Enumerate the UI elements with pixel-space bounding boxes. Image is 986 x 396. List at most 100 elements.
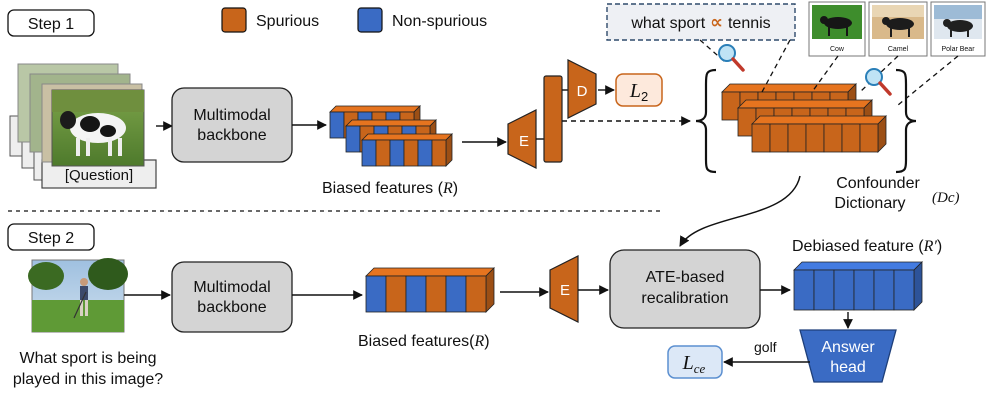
step2-biased-sym: R (474, 333, 485, 350)
step1-encoder: E (507, 109, 537, 169)
dictionary-label-line2: Dictionary (834, 195, 905, 212)
thumb-cow-label: Cow (830, 46, 845, 53)
magnifier-icon-1 (718, 44, 745, 72)
ate-recalibration: ATE-based recalibration (609, 249, 761, 329)
loss-ce-script: L (682, 352, 694, 374)
dictionary-layer-3-cell (859, 123, 879, 153)
step2-feature-layer-cell (445, 275, 467, 313)
step2-backbone: Multimodal backbone (171, 261, 293, 333)
arrow-dictionary-to-ate (679, 175, 801, 247)
dictionary-label: Confounder Dictionary (Dc) (834, 175, 959, 212)
step2-caption-line1: What sport is being (20, 350, 157, 367)
loss-ce-sub: ce (694, 361, 706, 376)
answer-head-line1: Answer (821, 339, 875, 356)
dictionary-label-line1: Confounder (836, 175, 920, 192)
step2-feature-layer-cell (405, 275, 427, 313)
step2-caption-line2: played in this image? (13, 371, 163, 388)
question-box-text: [Question] (65, 167, 133, 184)
debiased-feature-layer-cell (873, 269, 895, 311)
debiased-sym: R′ (923, 238, 938, 255)
thumb-polar-bear-label: Polar Bear (941, 46, 975, 53)
step1-feature-layer-3-cell (361, 139, 377, 167)
step1-feature-layer-3-cell (417, 139, 433, 167)
thumb-connector-1 (811, 55, 839, 93)
legend-label-non-spurious: Non-spurious (392, 13, 487, 30)
step2-backbone-line1: Multimodal (193, 279, 270, 296)
step1-biased-label-text: Biased features ( (322, 180, 444, 197)
loss-ce-text: Lce (682, 352, 706, 376)
debiased-feature-layer-cell (833, 269, 855, 311)
debiased-feature-layer (793, 261, 923, 311)
ate-line1: ATE-based (646, 269, 725, 286)
step1-feature-layer-2-top (345, 119, 437, 127)
step1-biased-close: ) (453, 180, 458, 197)
dictionary-layer-3-cell (841, 123, 861, 153)
debiased-features (793, 261, 923, 311)
answer-head-line2: head (830, 359, 866, 376)
legend-label-spurious: Spurious (256, 13, 319, 30)
step1-feature-layer-1-top (329, 105, 421, 113)
dictionary-layer-3-top (751, 115, 887, 125)
step2-biased-label: Biased features(R) (358, 333, 490, 350)
callout-right: tennis (728, 15, 771, 32)
debiased-feature-layer-side (913, 261, 923, 311)
step1-decoder-text: D (577, 83, 588, 100)
dictionary-layer-3-cell (805, 123, 825, 153)
step2-biased-features (365, 267, 495, 313)
step2-feature-layer (365, 267, 495, 313)
latent-bar (543, 75, 563, 163)
dictionary-brace-left (695, 68, 717, 174)
thumb-polar-bear: Polar Bear (930, 1, 986, 57)
debiased-feature-layer-cell (893, 269, 915, 311)
golf-photo (28, 258, 128, 333)
dictionary-layer-3 (751, 115, 887, 153)
dictionary-layer-3-cell (751, 123, 771, 153)
step2-biased-close: ) (484, 333, 489, 350)
dictionary-layer-3-cell (823, 123, 843, 153)
thumb-camel-label: Camel (888, 46, 909, 53)
ate-line2: recalibration (641, 290, 728, 307)
step2-feature-layer-cell (365, 275, 387, 313)
debiased-feature-layer-cell (853, 269, 875, 311)
step2-label-text: Step 2 (28, 230, 74, 247)
output-label: golf (754, 339, 777, 355)
step1-feature-layer-1-cell (329, 111, 345, 139)
step1-encoder-text: E (519, 133, 529, 150)
thumb-connector-3 (897, 55, 959, 106)
dictionary-label-sym: (Dc) (932, 190, 959, 206)
step1-feature-layer-3-cell (403, 139, 419, 167)
legend-swatch-non-spurious (357, 7, 383, 33)
callout-correlation: what sport∝tennis (606, 3, 796, 41)
step1-decoder: D (567, 59, 597, 119)
step1-backbone-line1: Multimodal (193, 107, 270, 124)
callout-connector-right (761, 39, 791, 93)
step1-backbone: Multimodal backbone (171, 87, 293, 163)
loss-l2-text: L2 (629, 80, 648, 104)
step1-feature-layer-3-cell (375, 139, 391, 167)
dictionary-layer-1-top (721, 83, 857, 93)
dictionary-brace-right (895, 68, 917, 174)
step1-feature-layer-3-cell (431, 139, 447, 167)
loss-ce: Lce (667, 345, 723, 379)
dictionary-layer-3-cell (787, 123, 807, 153)
answer-head: Answer head (799, 329, 897, 383)
legend: Spurious Non-spurious (221, 7, 487, 33)
cow-photo (51, 89, 145, 167)
step1-biased-label: Biased features (R) (322, 180, 458, 197)
step2-encoder: E (549, 255, 579, 323)
legend-swatch-spurious (221, 7, 247, 33)
step1-feature-layer-3-top (361, 133, 453, 141)
confounder-dictionary (721, 83, 887, 153)
loss-l2: L2 (615, 73, 663, 107)
step2-feature-layer-cell (465, 275, 487, 313)
step2-encoder-text: E (560, 282, 570, 299)
step1-feature-layer-3 (361, 133, 453, 167)
debiased-feature-layer-top (793, 261, 923, 271)
thumb-cow: Cow (808, 1, 866, 57)
animal-thumbnails: Cow Camel Polar Bear (808, 1, 986, 57)
step1-label: Step 1 (7, 9, 95, 37)
loss-l2-sub: 2 (641, 89, 648, 104)
thumb-camel: Camel (868, 1, 928, 57)
dictionary-layer-2-top (737, 99, 873, 109)
